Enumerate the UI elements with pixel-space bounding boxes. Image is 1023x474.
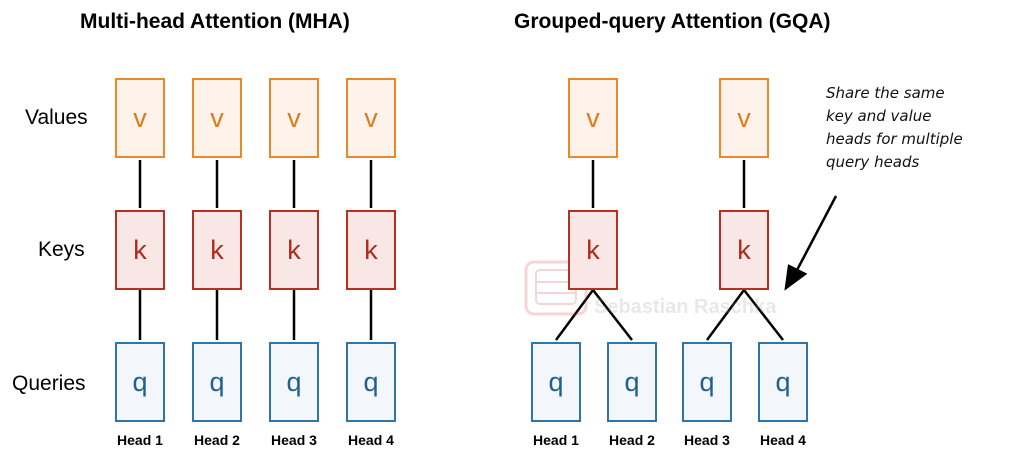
mha-query-box-4: q (346, 342, 396, 422)
gqa-kq-line-1a (554, 289, 595, 341)
gqa-kq-line-2b (743, 289, 784, 341)
gqa-query-box-1: q (531, 342, 581, 422)
mha-head-label-4: Head 4 (348, 432, 394, 448)
gqa-kq-line-1b (592, 289, 633, 341)
gqa-query-box-4: q (758, 342, 808, 422)
mha-query-box-1: q (115, 342, 165, 422)
annotation-note: Share the same key and value heads for m… (826, 82, 963, 174)
mha-query-box-3: q (269, 342, 319, 422)
gqa-head-label-1: Head 1 (533, 432, 579, 448)
mha-value-box-1: v (115, 78, 165, 158)
gqa-key-box-1: k (568, 210, 618, 290)
mha-key-box-3: k (269, 210, 319, 290)
mha-key-box-1: k (115, 210, 165, 290)
row-label-keys: Keys (38, 238, 85, 261)
mha-key-box-2: k (192, 210, 242, 290)
mha-title: Multi-head Attention (MHA) (80, 10, 350, 33)
mha-head-label-1: Head 1 (117, 432, 163, 448)
mha-head-label-2: Head 2 (194, 432, 240, 448)
annotation-line-1: Share the same (826, 84, 945, 102)
row-label-queries: Queries (12, 372, 86, 395)
mha-query-box-2: q (192, 342, 242, 422)
annotation-arrow (784, 195, 838, 291)
gqa-query-box-3: q (682, 342, 732, 422)
annotation-line-4: query heads (826, 153, 920, 171)
gqa-head-label-3: Head 3 (684, 432, 730, 448)
watermark-text: Sebastian Raschka (594, 296, 777, 318)
gqa-head-label-4: Head 4 (760, 432, 806, 448)
mha-head-label-3: Head 3 (271, 432, 317, 448)
gqa-head-label-2: Head 2 (609, 432, 655, 448)
gqa-query-box-2: q (607, 342, 657, 422)
gqa-key-box-2: k (719, 210, 769, 290)
mha-value-box-4: v (346, 78, 396, 158)
row-label-values: Values (25, 106, 88, 129)
annotation-line-3: heads for multiple (826, 130, 963, 148)
annotation-line-2: key and value (826, 107, 932, 125)
mha-key-box-4: k (346, 210, 396, 290)
gqa-value-box-2: v (719, 78, 769, 158)
gqa-value-box-1: v (568, 78, 618, 158)
gqa-kq-line-2a (705, 289, 746, 341)
mha-value-box-2: v (192, 78, 242, 158)
gqa-title: Grouped-query Attention (GQA) (514, 10, 831, 33)
mha-value-box-3: v (269, 78, 319, 158)
